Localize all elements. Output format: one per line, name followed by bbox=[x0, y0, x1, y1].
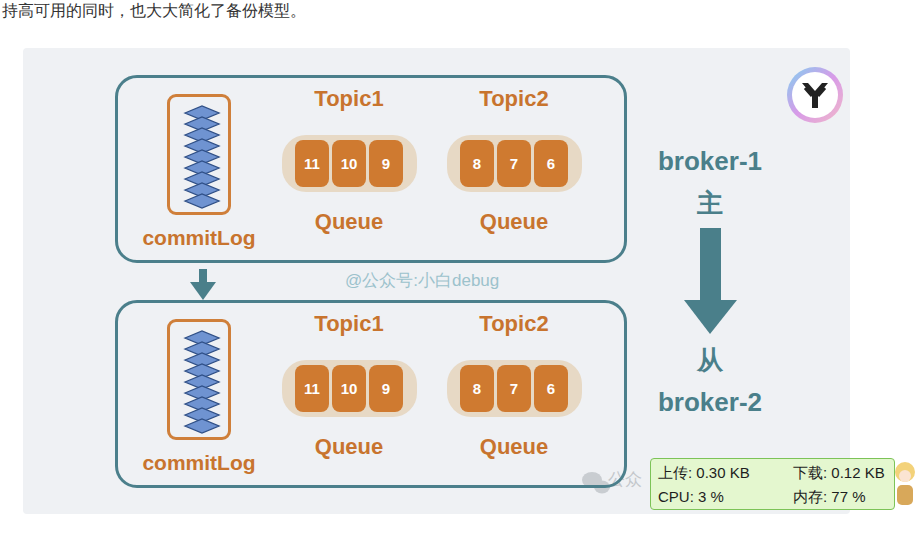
queue-box: Topic2Queue876 bbox=[447, 360, 582, 417]
commitlog-label: commitLog bbox=[142, 226, 255, 250]
topic-label: Topic1 bbox=[314, 86, 383, 111]
message-cell: 9 bbox=[369, 140, 403, 187]
replication-connector bbox=[190, 269, 216, 300]
topic-label: Topic2 bbox=[479, 86, 548, 111]
message-cell: 6 bbox=[534, 140, 568, 187]
logo bbox=[787, 67, 843, 123]
broker-label: broker-1 bbox=[658, 147, 762, 177]
topic-label: Topic2 bbox=[479, 311, 548, 336]
message-number: 6 bbox=[547, 380, 555, 397]
queue-box: Topic1Queue11109 bbox=[282, 360, 417, 417]
broker-label: 主 bbox=[697, 189, 723, 219]
topic-label: Topic1 bbox=[314, 311, 383, 336]
avatar bbox=[895, 462, 915, 505]
message-number: 8 bbox=[473, 155, 481, 172]
topic-label: Queue bbox=[315, 209, 383, 234]
message-number: 6 bbox=[547, 155, 555, 172]
message-cell: 10 bbox=[332, 365, 366, 412]
watermark: @公众号:小白debug bbox=[345, 271, 499, 291]
broker-box: 从broker-2commitLogTopic1Queue11109Topic2… bbox=[115, 300, 627, 488]
message-cell: 7 bbox=[497, 365, 531, 412]
message-number: 10 bbox=[341, 155, 358, 172]
queue-box: Topic1Queue11109 bbox=[282, 135, 417, 192]
topic-label: Queue bbox=[480, 434, 548, 459]
message-cell: 11 bbox=[295, 365, 329, 412]
message-number: 10 bbox=[341, 380, 358, 397]
monitor-stat: 内存: 77 % bbox=[793, 488, 866, 505]
message-number: 8 bbox=[473, 380, 481, 397]
message-number: 9 bbox=[382, 155, 390, 172]
monitor-stat: 上传: 0.30 KB bbox=[658, 464, 750, 481]
message-cell: 6 bbox=[534, 365, 568, 412]
log-stack bbox=[185, 106, 219, 208]
broker-label: broker-2 bbox=[658, 388, 762, 418]
message-cell: 10 bbox=[332, 140, 366, 187]
message-cell: 8 bbox=[460, 140, 494, 187]
message-number: 7 bbox=[510, 380, 518, 397]
monitor-widget: 上传: 0.30 KB 下载: 0.12 KB CPU: 3 % 内存: 77 % bbox=[650, 458, 895, 510]
broker-label: 从 bbox=[697, 346, 723, 376]
topic-label: Queue bbox=[315, 434, 383, 459]
monitor-stat: CPU: 3 % bbox=[658, 488, 724, 505]
message-number: 11 bbox=[304, 155, 320, 172]
message-cell: 8 bbox=[460, 365, 494, 412]
monitor-stat: 下载: 0.12 KB bbox=[793, 464, 885, 481]
broker-box: broker-1主commitLogTopic1Queue11109Topic2… bbox=[115, 75, 627, 263]
replication-arrow bbox=[684, 228, 737, 334]
message-cell: 11 bbox=[295, 140, 329, 187]
queue-box: Topic2Queue876 bbox=[447, 135, 582, 192]
commitlog-box: commitLog bbox=[167, 319, 231, 440]
message-number: 7 bbox=[510, 155, 518, 172]
message-cell: 7 bbox=[497, 140, 531, 187]
commitlog-box: commitLog bbox=[167, 94, 231, 215]
wechat-icon bbox=[582, 472, 610, 494]
commitlog-label: commitLog bbox=[142, 451, 255, 475]
topic-label: Queue bbox=[480, 209, 548, 234]
log-stack bbox=[185, 331, 219, 433]
message-cell: 9 bbox=[369, 365, 403, 412]
body-text: 持高可用的同时，也大大简化了备份模型。 bbox=[2, 1, 306, 20]
message-number: 11 bbox=[304, 380, 320, 397]
message-number: 9 bbox=[382, 380, 390, 397]
